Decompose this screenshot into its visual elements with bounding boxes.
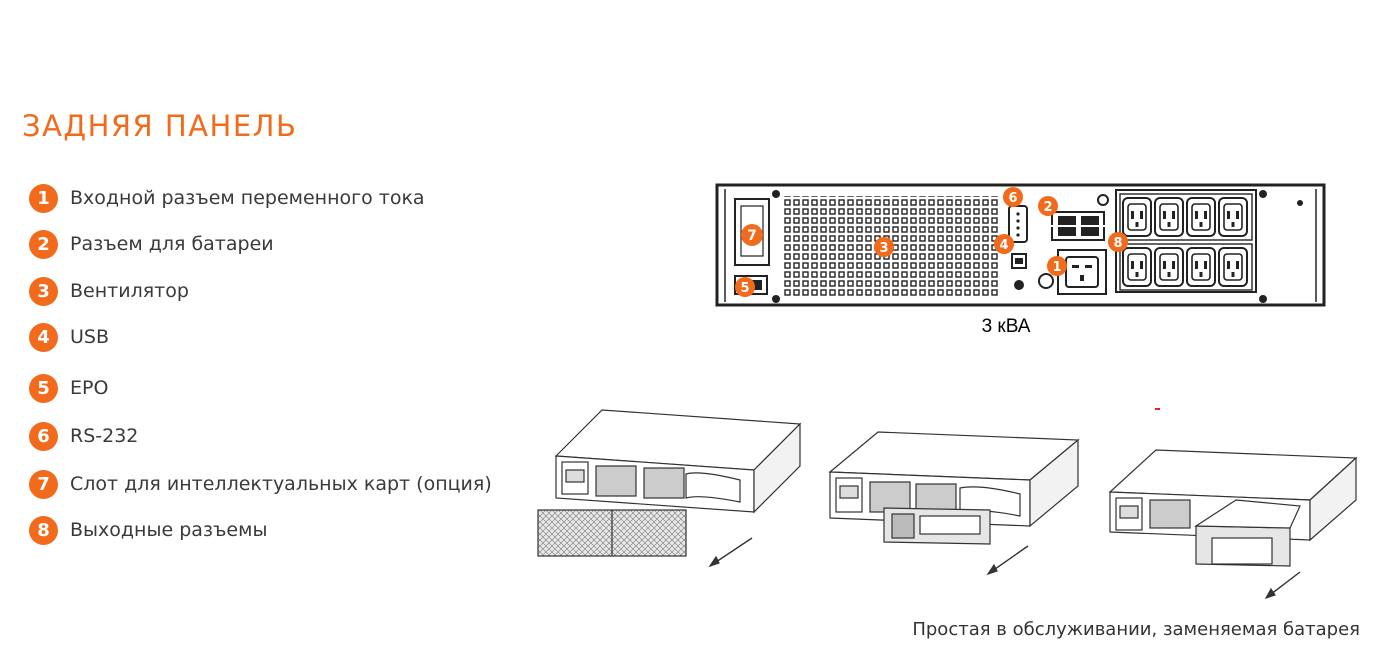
callout-label: 5 [740, 281, 749, 296]
battery-step-1 [537, 409, 802, 568]
legend-label: Слот для интеллектуальных карт (опция) [70, 473, 492, 495]
callout-label: 8 [1113, 236, 1122, 251]
callout-number: 5 [29, 373, 58, 403]
callout-label: 2 [1043, 200, 1052, 215]
callout-number: 2 [29, 229, 58, 259]
callout-label: 6 [1008, 191, 1017, 206]
callout-label: 4 [999, 238, 1008, 253]
legend-item-fan: 3 Вентилятор [29, 275, 189, 307]
legend-item-ac-input: 1 Входной разъем переменного тока [29, 182, 425, 214]
callout-badge: 7 [741, 224, 763, 246]
legend-item-usb: 4 USB [29, 321, 109, 353]
legend-label: Выходные разъемы [70, 519, 268, 541]
page-title: ЗАДНЯЯ ПАНЕЛЬ [22, 109, 298, 144]
battery-step-3 [1108, 449, 1358, 600]
screw-icon [772, 190, 1303, 303]
callout-badge: 5 [735, 277, 755, 297]
callout-badge: 1 [1047, 256, 1067, 276]
rs232-port [1008, 205, 1028, 243]
callout-number: 4 [29, 322, 58, 352]
breaker-icon [1038, 273, 1054, 289]
battery-step-2 [828, 431, 1080, 576]
battery-connector [1050, 211, 1106, 241]
legend-label: Разъем для батареи [70, 233, 274, 255]
output-sockets [1115, 189, 1257, 293]
legend-label: RS-232 [70, 425, 139, 447]
battery-caption: Простая в обслуживании, заменяемая батар… [912, 619, 1360, 640]
legend-item-epo: 5 EPO [29, 372, 108, 404]
legend-label: Вентилятор [70, 280, 189, 302]
legend-item-battery-connector: 2 Разъем для батареи [29, 228, 274, 260]
legend-label: USB [70, 326, 110, 348]
callout-number: 7 [29, 469, 58, 499]
callout-badge: 2 [1038, 196, 1058, 216]
model-label: 3 кВА [981, 316, 1031, 337]
callout-badge: 3 [874, 237, 894, 257]
callout-number: 3 [29, 276, 58, 306]
callout-badge: 6 [1003, 187, 1023, 207]
legend-item-output-sockets: 8 Выходные разъемы [29, 514, 267, 546]
callout-label: 3 [879, 241, 888, 256]
legend-item-smart-slot: 7 Слот для интеллектуальных карт (опция) [29, 468, 492, 500]
callout-label: 1 [1052, 260, 1061, 275]
legend-label: Входной разъем переменного тока [70, 187, 425, 209]
rear-panel: 1 2 3 4 5 6 7 8 [715, 183, 1326, 307]
usb-port [1011, 253, 1027, 269]
callout-label: 7 [747, 228, 757, 244]
red-mark [1155, 408, 1160, 410]
legend-item-rs232: 6 RS-232 [29, 420, 138, 452]
callout-number: 8 [29, 515, 58, 545]
legend-label: EPO [70, 377, 109, 399]
ac-input-socket [1057, 249, 1107, 295]
callout-badge: 4 [994, 234, 1014, 254]
callout-number: 6 [29, 421, 58, 451]
callout-number: 1 [29, 183, 58, 213]
callout-badge: 8 [1108, 232, 1128, 252]
